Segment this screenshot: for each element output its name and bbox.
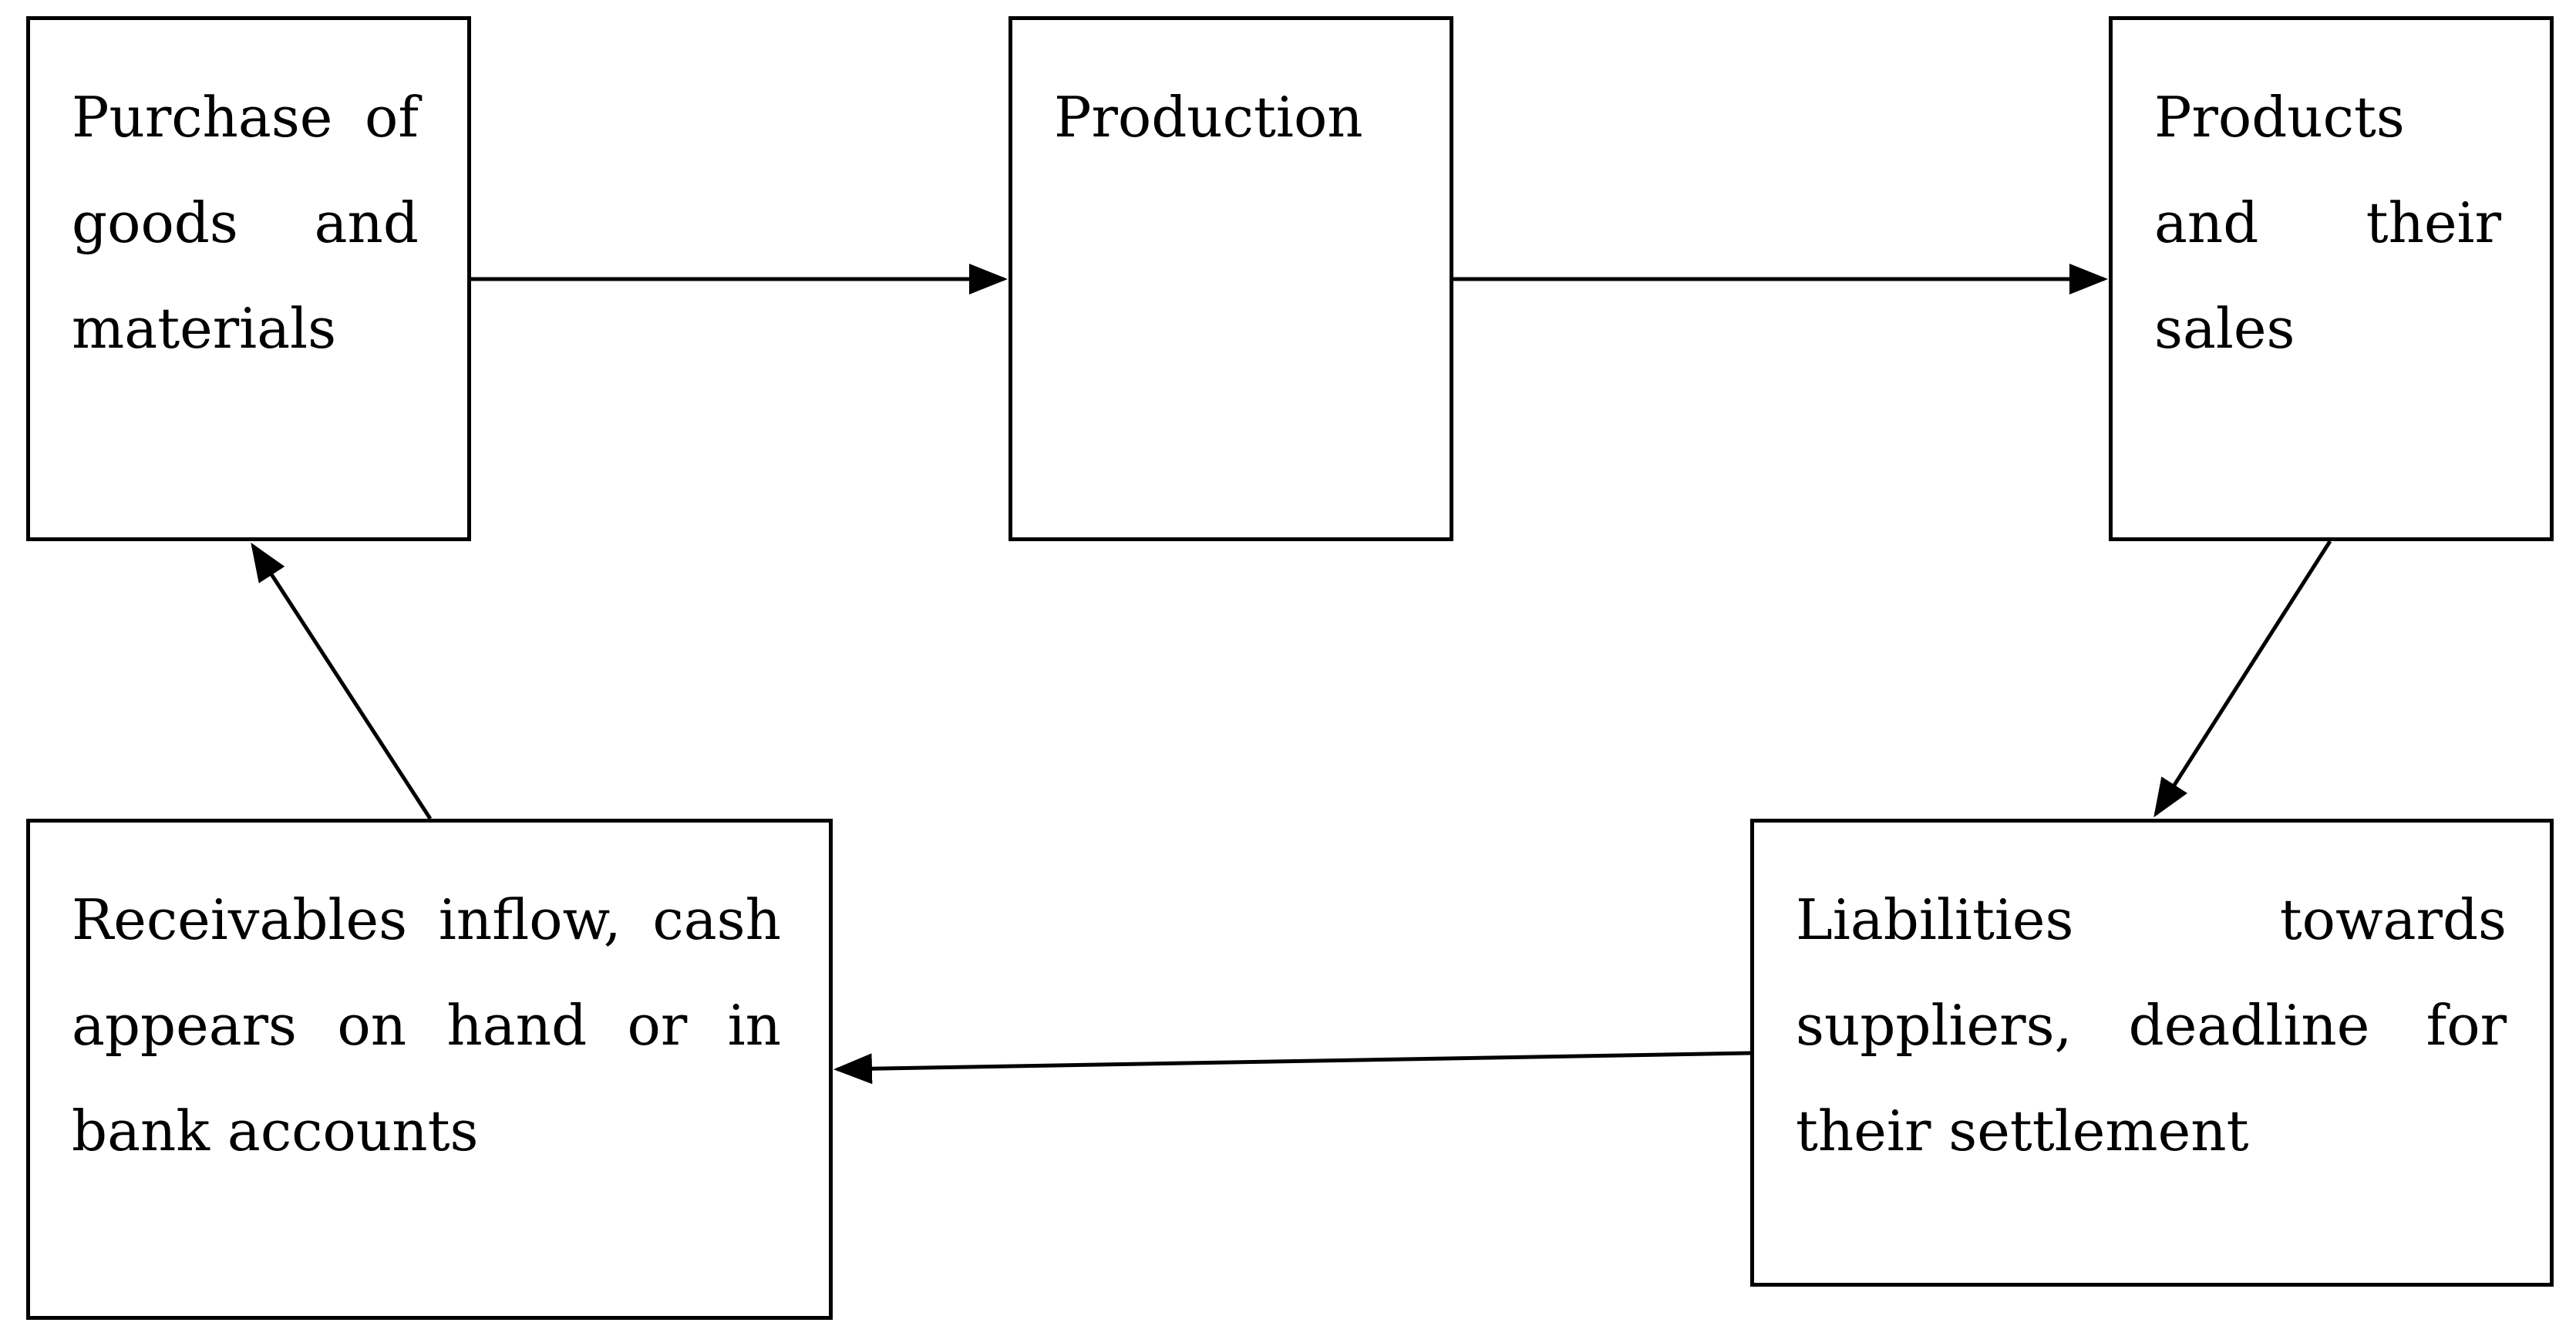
box-receivables: Receivables inflow, cash appears on hand… bbox=[26, 819, 833, 1320]
arrow-liabilities-to-receivables bbox=[833, 1051, 1751, 1085]
box-purchase-label: Purchase of goods and materials bbox=[72, 85, 419, 361]
box-receivables-label: Receivables inflow, cash appears on hand… bbox=[72, 887, 781, 1163]
box-production-label: Production bbox=[1054, 85, 1363, 150]
arrow-receivables-to-purchase bbox=[251, 542, 433, 820]
box-purchase: Purchase of goods and materials bbox=[26, 16, 471, 541]
box-liabilities: Liabilities towards suppliers, deadline … bbox=[1750, 819, 2554, 1287]
box-products-label: Products and their sales bbox=[2154, 85, 2501, 361]
box-liabilities-label: Liabilities towards suppliers, deadline … bbox=[1796, 887, 2507, 1163]
arrow-products-to-liabilities bbox=[2153, 540, 2332, 818]
box-products: Products and their sales bbox=[2109, 16, 2554, 541]
box-production: Production bbox=[1009, 16, 1453, 541]
